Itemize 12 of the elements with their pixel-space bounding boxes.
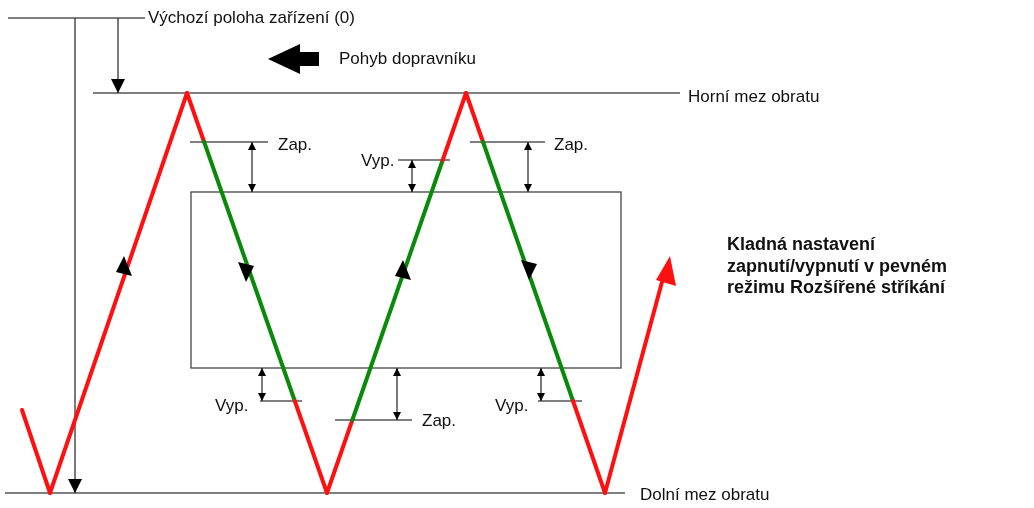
direction-label: Pohyb dopravníku [339, 50, 477, 67]
on-label: Zap. [278, 136, 313, 153]
off-label: Vyp. [215, 397, 249, 414]
off-label: Vyp. [361, 152, 395, 169]
workpiece-outline [190, 191, 622, 369]
position-label: Výchozí poloha zařízení (0) [148, 9, 355, 26]
on-label: Zap. [422, 412, 457, 429]
limit-label: Horní mez obratu [688, 88, 820, 105]
diagram-title: Kladná nastavení zapnutí/vypnutí v pevném režimu Rozšířené stříkání [727, 234, 949, 299]
limit-label: Dolní mez obratu [640, 486, 770, 503]
on-label: Zap. [554, 136, 589, 153]
off-label: Vyp. [495, 397, 529, 414]
